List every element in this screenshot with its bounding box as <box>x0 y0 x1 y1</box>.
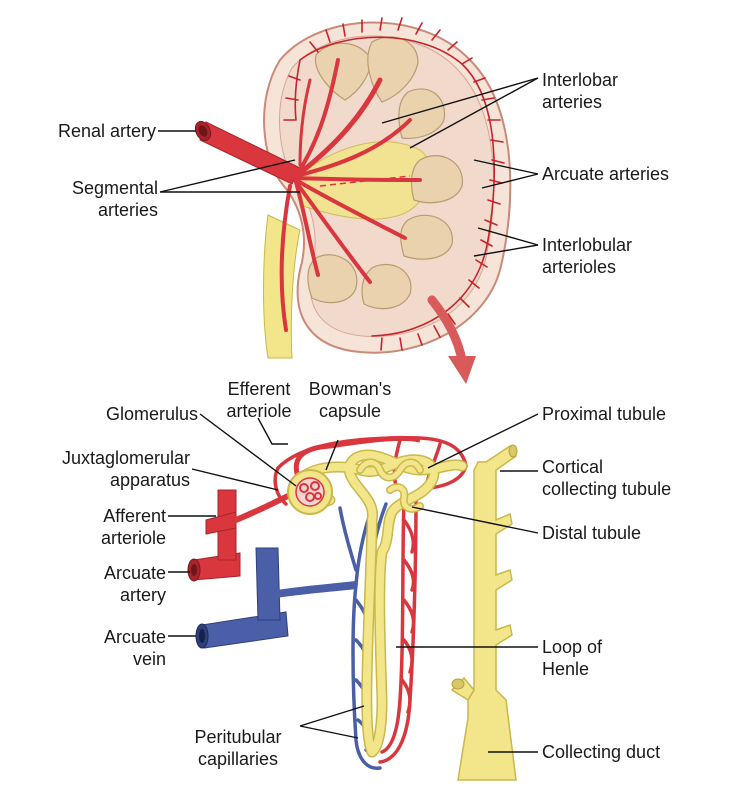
label-peritubular-capillaries: Peritubular capillaries <box>178 726 298 770</box>
label-segmental-arteries: Segmental arteries <box>30 177 158 221</box>
label-cortical-line1: Cortical <box>542 456 671 478</box>
label-collecting-duct-text: Collecting duct <box>542 741 660 763</box>
label-loop-of-henle: Loop of Henle <box>542 636 602 680</box>
label-segmental-line2: arteries <box>30 199 158 221</box>
collecting-duct-vessel <box>452 445 517 780</box>
label-loop-line1: Loop of <box>542 636 602 658</box>
label-peritubular-line1: Peritubular <box>178 726 298 748</box>
label-arcuate-artery: Arcuate artery <box>40 562 166 606</box>
label-renal-artery-text: Renal artery <box>20 120 156 142</box>
label-juxta-line2: apparatus <box>8 469 190 491</box>
pyramid <box>362 264 411 308</box>
label-collecting-duct: Collecting duct <box>542 741 660 763</box>
label-interlobular-arterioles: Interlobular arterioles <box>542 234 632 278</box>
label-bowmans-line1: Bowman's <box>300 378 400 400</box>
label-interlobar-arteries: Interlobar arteries <box>542 69 618 113</box>
label-peritubular-line2: capillaries <box>178 748 298 770</box>
label-interlobar-line2: arteries <box>542 91 618 113</box>
label-afferent-line2: arteriole <box>40 527 166 549</box>
label-distal-tubule: Distal tubule <box>542 522 641 544</box>
label-arcuate-artery-line1: Arcuate <box>40 562 166 584</box>
kidney-illustration <box>192 18 510 358</box>
label-cortical-collecting-tubule: Cortical collecting tubule <box>542 456 671 500</box>
label-juxtaglomerular-apparatus: Juxtaglomerular apparatus <box>8 447 190 491</box>
label-renal-artery: Renal artery <box>20 120 156 142</box>
label-glomerulus: Glomerulus <box>30 403 198 425</box>
label-arcuate-artery-line2: artery <box>40 584 166 606</box>
label-efferent-line1: Efferent <box>204 378 314 400</box>
label-interlobar-line1: Interlobar <box>542 69 618 91</box>
label-afferent-arteriole: Afferent arteriole <box>40 505 166 549</box>
label-bowmans-line2: capsule <box>300 400 400 422</box>
label-interlobular-line2: arterioles <box>542 256 632 278</box>
label-interlobular-line1: Interlobular <box>542 234 632 256</box>
arcuate-artery-vessel <box>188 490 240 581</box>
label-juxta-line1: Juxtaglomerular <box>8 447 190 469</box>
label-proximal-text: Proximal tubule <box>542 403 666 425</box>
label-loop-line2: Henle <box>542 658 602 680</box>
label-arcuate-arteries: Arcuate arteries <box>542 163 669 185</box>
label-arcuate-vein-line2: vein <box>40 648 166 670</box>
label-proximal-tubule: Proximal tubule <box>542 403 666 425</box>
label-arcuate-arteries-text: Arcuate arteries <box>542 163 669 185</box>
label-efferent-arteriole: Efferent arteriole <box>204 378 314 422</box>
label-bowmans-capsule: Bowman's capsule <box>300 378 400 422</box>
label-glomerulus-text: Glomerulus <box>30 403 198 425</box>
label-arcuate-vein-line1: Arcuate <box>40 626 166 648</box>
label-segmental-line1: Segmental <box>30 177 158 199</box>
label-efferent-line2: arteriole <box>204 400 314 422</box>
bowmans-capsule-glomerulus <box>288 470 332 514</box>
pyramid <box>401 215 453 259</box>
label-distal-text: Distal tubule <box>542 522 641 544</box>
label-afferent-line1: Afferent <box>40 505 166 527</box>
afferent-arteriole-vessel <box>236 492 296 520</box>
label-cortical-line2: collecting tubule <box>542 478 671 500</box>
label-arcuate-vein: Arcuate vein <box>40 626 166 670</box>
